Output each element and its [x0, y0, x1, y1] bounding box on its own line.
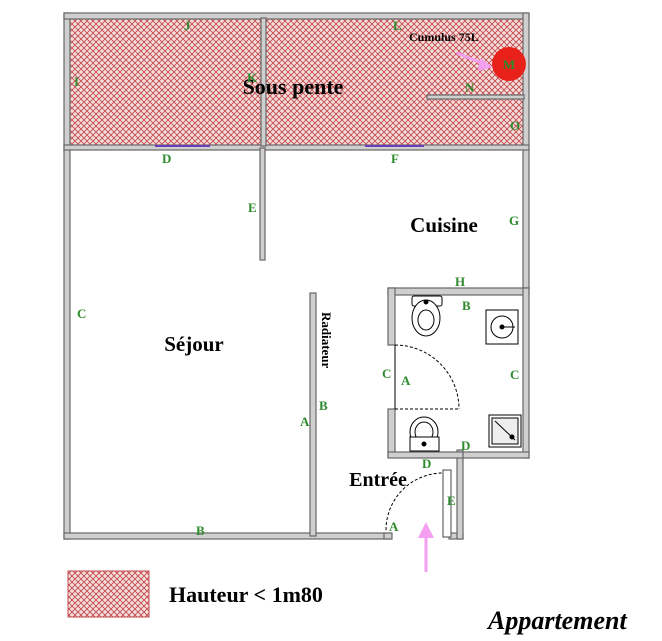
wall-label: N	[465, 80, 475, 95]
wall-label: I	[74, 74, 79, 89]
wall-label: C	[510, 367, 519, 382]
wall-label: A	[401, 373, 411, 388]
wall-label: O	[510, 118, 520, 133]
plan-title: Appartement	[486, 606, 627, 635]
wall-label: J	[184, 18, 191, 33]
sink-icon	[485, 309, 519, 345]
wall-label: K	[247, 70, 258, 85]
wall-label: B	[462, 298, 471, 313]
wall-label: A	[389, 519, 399, 534]
cumulus-label: Cumulus 75L	[409, 30, 479, 44]
cumulus-arrow	[456, 51, 493, 71]
room-label-cuisine: Cuisine	[410, 213, 478, 237]
wall-label: C	[77, 306, 86, 321]
sous-pente-area	[69, 18, 524, 145]
wall-labels: I J K L N O D F E G C H B C A C D B A D …	[74, 18, 520, 538]
wall-label: C	[382, 366, 391, 381]
radiator-label: Radiateur	[319, 312, 334, 369]
wall-label: B	[319, 398, 328, 413]
legend-label: Hauteur < 1m80	[169, 582, 323, 607]
wall-label: L	[393, 18, 402, 33]
wall-label: E	[248, 200, 257, 215]
wall-label: H	[455, 274, 465, 289]
wall-label: F	[391, 151, 399, 166]
legend: Hauteur < 1m80	[67, 570, 323, 618]
room-label-sous-pente: Sous pente	[243, 74, 344, 99]
doors	[385, 344, 460, 531]
shower-icon	[488, 414, 522, 448]
svg-text:M: M	[503, 57, 515, 72]
walls	[63, 12, 530, 540]
room-label-sejour: Séjour	[164, 332, 224, 356]
wall-label: E	[447, 493, 456, 508]
wall-label: B	[196, 523, 205, 538]
toilet-icon	[409, 416, 440, 452]
cumulus-water-heater: M	[492, 47, 526, 81]
wall-label: A	[300, 414, 310, 429]
bathroom-fixtures	[409, 295, 522, 452]
wall-label: D	[422, 456, 431, 471]
room-label-entree: Entrée	[349, 469, 407, 491]
bidet-icon	[411, 295, 443, 337]
wall-label: G	[509, 213, 519, 228]
wall-label: D	[162, 151, 171, 166]
entrance-arrow	[418, 522, 434, 572]
wall-label: D	[461, 438, 470, 453]
legend-swatch	[67, 570, 150, 618]
